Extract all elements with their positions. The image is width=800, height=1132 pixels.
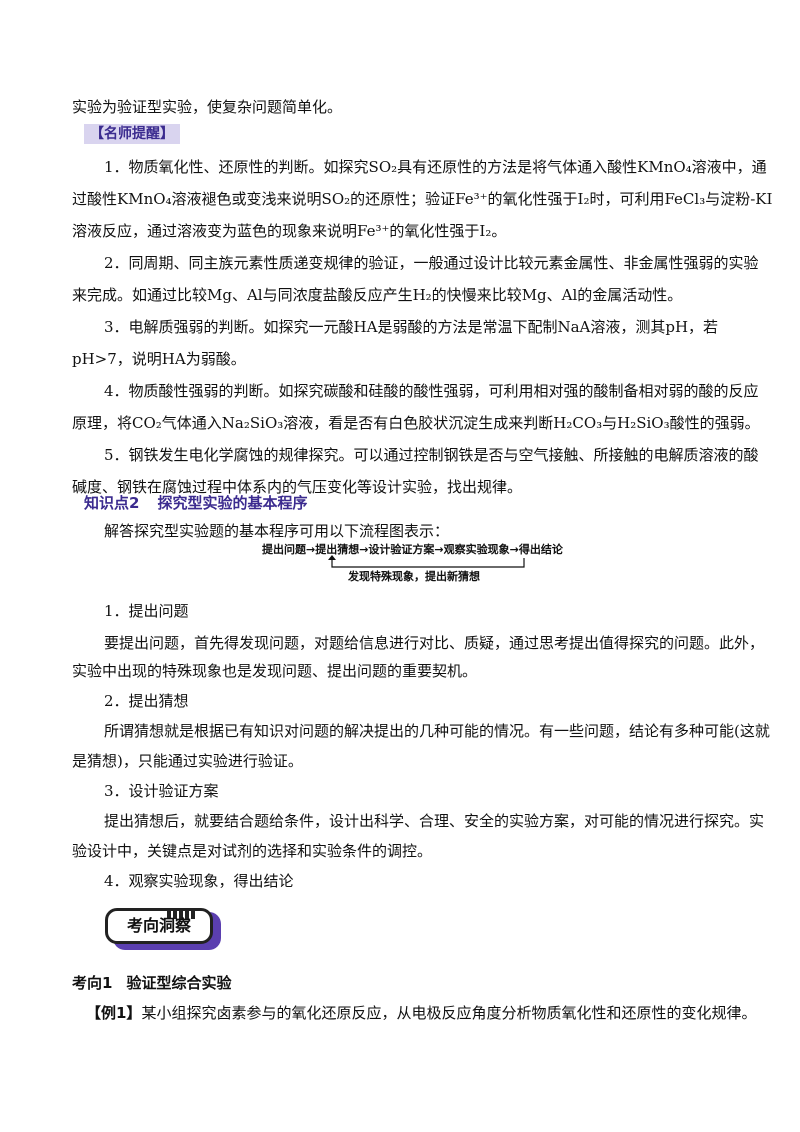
flowchart-feedback-label: 发现特殊现象，提出新猜想 — [348, 570, 480, 583]
direction-heading: 考向1 验证型综合实验 — [72, 972, 231, 994]
section-banner: 考向洞察 — [105, 904, 225, 954]
banner-decoration — [167, 904, 201, 919]
banner-label: 考向洞察 — [126, 916, 191, 935]
step-2-line-1: 所谓猜想就是根据已有知识对问题的解决提出的几种可能的情况。有一些问题，结论有多种… — [104, 722, 770, 740]
tip-badge: 【名师提醒】 — [84, 124, 180, 144]
knowledge-point-number: 知识点2 — [84, 494, 140, 512]
flowchart-steps: 提出问题→提出猜想→设计验证方案→观察实验现象→得出结论 — [262, 543, 563, 556]
tip-1-line-3: 溶液反应，通过溶液变为蓝色的现象来说明Fe³⁺的氧化性强于I₂。 — [72, 222, 507, 240]
tip-2-line-1: 2．同周期、同主族元素性质递变规律的验证，一般通过设计比较元素金属性、非金属性强… — [104, 254, 759, 272]
direction-title: 验证型综合实验 — [126, 974, 232, 992]
step-3-line-2: 验设计中，关键点是对试剂的选择和实验条件的调控。 — [72, 842, 433, 860]
tip-5-line-2: 碱度、钢铁在腐蚀过程中体系内的气压变化等设计实验，找出规律。 — [72, 478, 523, 496]
step-1-title: 1．提出问题 — [104, 602, 189, 620]
example-tag: 【例1】 — [86, 1004, 142, 1022]
intro-tail: 实验为验证型实验，使复杂问题简单化。 — [72, 98, 343, 116]
step-2-title: 2．提出猜想 — [104, 692, 189, 710]
tip-1-line-2: 过酸性KMnO₄溶液褪色或变浅来说明SO₂的还原性；验证Fe³⁺的氧化性强于I₂… — [72, 190, 773, 208]
example-text: 某小组探究卤素参与的氧化还原反应，从电极反应角度分析物质氧化性和还原性的变化规律… — [141, 1004, 757, 1022]
tip-2-line-2: 来完成。如通过比较Mg、Al与同浓度盐酸反应产生H₂的快慢来比较Mg、Al的金属… — [72, 286, 683, 304]
step-4-title: 4．观察实验现象，得出结论 — [104, 872, 294, 890]
step-1-line-1: 要提出问题，首先得发现问题，对题给信息进行对比、质疑，通过思考提出值得探究的问题… — [104, 634, 765, 652]
step-3-line-1: 提出猜想后，就要结合题给条件，设计出科学、合理、安全的实验方案，对可能的情况进行… — [104, 812, 765, 830]
flowchart-feedback-arrow — [328, 555, 525, 568]
step-1-line-2: 实验中出现的特殊现象也是发现问题、提出问题的重要契机。 — [72, 662, 478, 680]
flowchart: 提出问题→提出猜想→设计验证方案→观察实验现象→得出结论 发现特殊现象，提出新猜… — [262, 543, 582, 587]
tip-4-line-2: 原理，将CO₂气体通入Na₂SiO₃溶液，看是否有白色胶状沉淀生成来判断H₂CO… — [72, 414, 760, 432]
step-2-line-2: 是猜想)，只能通过实验进行验证。 — [72, 752, 303, 770]
step-3-title: 3．设计验证方案 — [104, 782, 219, 800]
tip-1-line-1: 1．物质氧化性、还原性的判断。如探究SO₂具有还原性的方法是将气体通入酸性KMn… — [104, 158, 767, 176]
example-1: 【例1】某小组探究卤素参与的氧化还原反应，从电极反应角度分析物质氧化性和还原性的… — [86, 1002, 756, 1024]
tip-3-line-2: pH>7，说明HA为弱酸。 — [72, 350, 246, 368]
knowledge-point-heading: 知识点2 探究型实验的基本程序 — [84, 492, 307, 514]
tip-4-line-1: 4．物质酸性强弱的判断。如探究碳酸和硅酸的酸性强弱，可利用相对强的酸制备相对弱的… — [104, 382, 759, 400]
tip-5-line-1: 5．钢铁发生电化学腐蚀的规律探究。可以通过控制钢铁是否与空气接触、所接触的电解质… — [104, 446, 759, 464]
tip-3-line-1: 3．电解质强弱的判断。如探究一元酸HA是弱酸的方法是常温下配制NaA溶液，测其p… — [104, 318, 719, 336]
direction-number: 考向1 — [72, 974, 113, 992]
knowledge-point-title: 探究型实验的基本程序 — [157, 494, 308, 512]
banner-box — [105, 908, 213, 944]
flow-intro: 解答探究型实验题的基本程序可用以下流程图表示： — [104, 522, 450, 540]
